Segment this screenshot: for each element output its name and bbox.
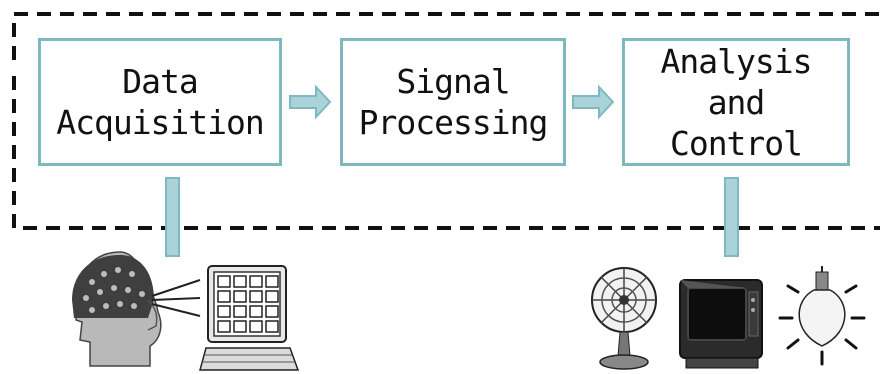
stage-analysis-and-control: Analysis and Control <box>622 38 850 166</box>
computer-monitor-icon <box>199 265 300 371</box>
eeg-cap-head-icon <box>72 251 162 367</box>
stage-label: Signal Processing <box>358 62 549 142</box>
arrow-2-icon <box>572 84 615 120</box>
arrow-1-icon <box>289 84 332 120</box>
fan-icon <box>591 267 657 370</box>
stage-label: Analysis and Control <box>660 41 813 163</box>
television-icon <box>679 279 763 369</box>
stage-signal-processing: Signal Processing <box>340 38 566 166</box>
stage-data-acquisition: Data Acquisition <box>38 38 282 166</box>
connector-output <box>724 177 739 257</box>
stage-label: Data Acquisition <box>56 62 265 142</box>
system-boundary-dashed <box>12 12 880 230</box>
light-bulb-icon <box>778 266 866 366</box>
gaze-lines <box>151 279 201 317</box>
connector-input <box>165 177 180 257</box>
